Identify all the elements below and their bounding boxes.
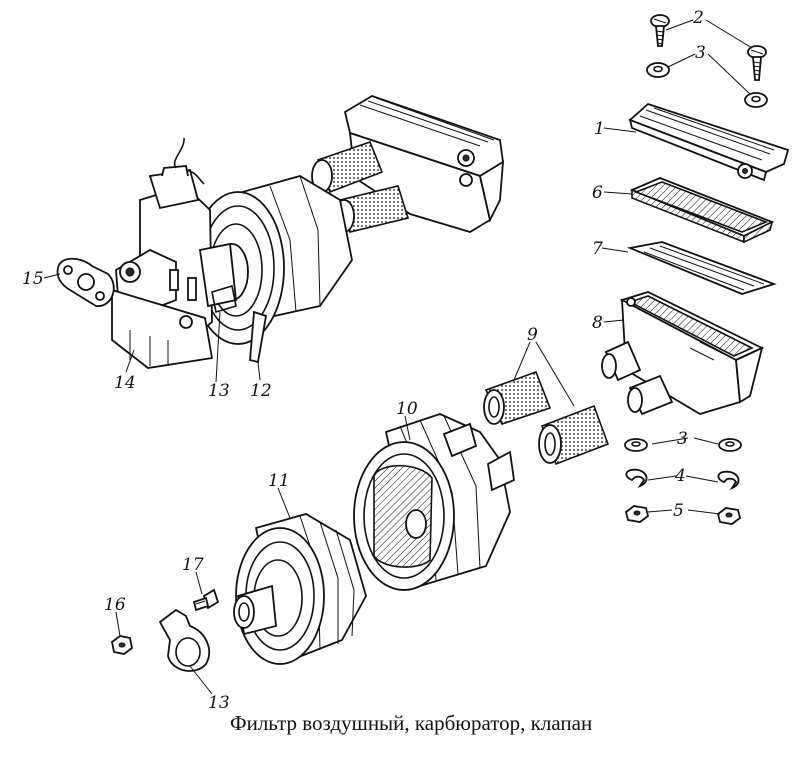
hose-9-upper [483, 370, 552, 425]
leader-lines [43, 19, 753, 695]
label-9: 9 [527, 325, 538, 345]
nut-5-left [624, 505, 650, 523]
spring-washer-4-left [625, 468, 648, 488]
label-15: 15 [22, 269, 44, 289]
washer-3-top-right [744, 92, 768, 108]
label-7: 7 [592, 239, 603, 259]
clamp-13 [158, 608, 211, 672]
gasket-7 [626, 241, 777, 295]
washer-3-lower-right [718, 438, 742, 452]
screw-2-right [747, 45, 767, 81]
assembled-hoses [311, 140, 410, 233]
label-5: 5 [673, 501, 684, 521]
label-3-top: 3 [695, 43, 706, 63]
label-10: 10 [396, 399, 418, 419]
filter-box-body-8 [601, 291, 765, 416]
hose-9-lower [538, 404, 610, 466]
assembled-filter-box [343, 95, 505, 233]
label-16: 16 [104, 595, 126, 615]
label-1: 1 [594, 119, 605, 139]
gasket-15 [56, 257, 115, 307]
bolt-17 [192, 588, 220, 612]
label-14: 14 [114, 373, 136, 393]
screw-2-left [650, 14, 670, 47]
filter-element-6 [629, 177, 775, 244]
assembled-carburetor [111, 137, 237, 369]
label-4: 4 [674, 466, 686, 486]
label-11: 11 [268, 471, 290, 491]
label-3-lower: 3 [677, 429, 688, 449]
label-8: 8 [592, 313, 603, 333]
label-13-assembled: 13 [208, 381, 230, 401]
filter-housing-10 [353, 413, 515, 591]
filter-front-cap-11 [233, 513, 367, 665]
spring-washer-4-right [717, 470, 740, 490]
washer-3-lower-left [624, 438, 648, 452]
label-6: 6 [592, 183, 603, 203]
nut-5-right [716, 507, 742, 525]
label-13-loose: 13 [208, 693, 230, 713]
diagram-caption: Фильтр воздушный, карбюратор, клапан [230, 711, 592, 735]
part-labels: 1 2 3 3 4 5 6 7 8 9 10 11 12 13 13 14 15… [22, 8, 706, 713]
label-2: 2 [692, 8, 704, 28]
filter-cover-1 [628, 102, 790, 182]
nut-16 [111, 635, 133, 655]
washer-3-top-left [646, 62, 670, 78]
label-12: 12 [250, 381, 272, 401]
label-17: 17 [182, 555, 204, 575]
